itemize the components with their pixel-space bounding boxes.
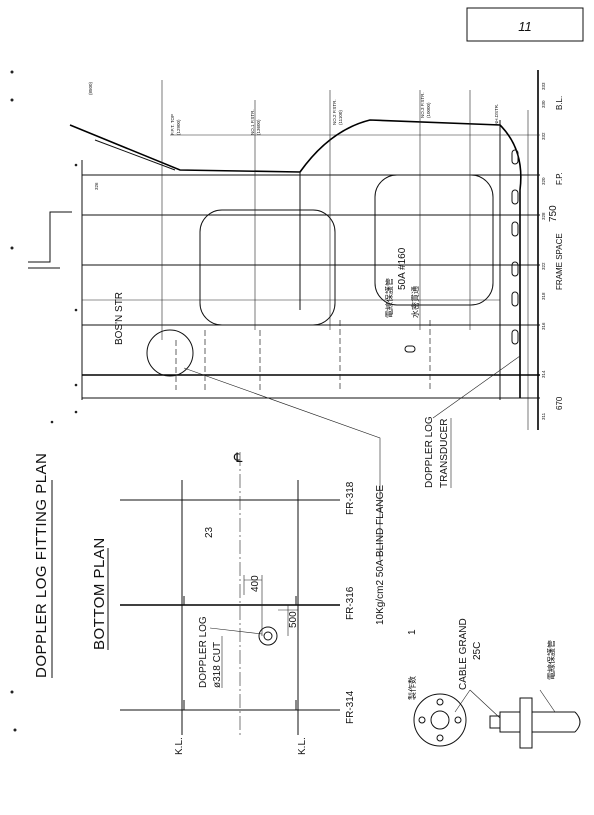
transducer-label-2: TRANSDUCER — [439, 419, 450, 488]
frame-num-316: 316 — [541, 322, 546, 330]
doppler-log-label: DOPPLER LOG — [198, 616, 209, 688]
blind-flange-note: 10Kg/cm2 50A BLIND FLANGE — [375, 485, 386, 625]
frame-space-value: 750 — [548, 205, 559, 222]
kl-label-bottom: K.L. — [297, 737, 308, 755]
bow-stem — [28, 211, 72, 269]
cable-grand-leader — [454, 689, 501, 719]
transducer-leader — [432, 355, 521, 419]
deck-label-no2: NO.2 P.STR. — [332, 99, 337, 125]
kl-label-top: K.L. — [174, 737, 185, 755]
frame-num-320: 320 — [541, 177, 546, 185]
frame-num-314: 314 — [541, 370, 546, 378]
doppler-cut-label: ø318 CUT — [212, 642, 223, 688]
qty-value: 1 — [407, 629, 418, 635]
dim-500-line — [278, 605, 298, 636]
cable-pipe-jp-label: 電線保護管 — [384, 278, 394, 318]
hull-profile — [69, 119, 522, 398]
gland-body — [499, 711, 521, 733]
page-number: 11 — [518, 19, 532, 34]
plan-bracket — [183, 596, 297, 710]
deck-height-no3: (10000) — [426, 102, 431, 118]
frame-label-314: FR-314 — [345, 690, 356, 724]
hull-profile-inner — [94, 139, 301, 310]
pipe-break — [574, 711, 581, 733]
doppler-cut-hole-inner — [263, 631, 273, 641]
protection-pipe — [532, 711, 575, 733]
dim-400-line — [243, 575, 263, 636]
transducer-mark — [404, 345, 416, 353]
flange-outer — [413, 693, 467, 747]
dim-670-label: 670 — [555, 396, 564, 410]
deck-height-nh: (8500) — [88, 81, 93, 95]
frame-num-311: 311 — [541, 412, 546, 420]
deck-label-nh: NH.DSTR. — [494, 104, 499, 125]
fp-label: F.P. — [555, 172, 564, 185]
frame-num-328: 328 — [541, 212, 546, 220]
deck-label-no1: NO.1 P.STR. — [250, 109, 255, 135]
deck-label-no3: NO.3 P.STR. — [420, 92, 425, 118]
tank-opening-1 — [199, 209, 336, 326]
bottom-plan-heading: BOTTOM PLAN — [91, 537, 108, 650]
forepeak-slots — [511, 149, 519, 345]
bolt-hole-4 — [418, 716, 426, 724]
detail-callout-circle — [146, 329, 194, 377]
bolt-hole-3 — [436, 734, 444, 742]
section-view: BOS'N STR 50A #160 電線保護管 水密貫通 DOPPLER LO… — [28, 70, 564, 560]
pipe-leader — [539, 689, 556, 713]
bl-label: B.L. — [555, 96, 564, 110]
deck-label-fpt: F.P.T. TOP — [170, 114, 175, 135]
doppler-cut-hole — [258, 626, 278, 646]
frame-label-318: FR-318 — [345, 481, 356, 515]
deck-height-fpt: (12900) — [176, 119, 181, 135]
spacing-label: 23 — [204, 526, 215, 538]
doppler-leader — [209, 627, 263, 635]
deck-height-no1: (13600) — [256, 119, 261, 135]
bottom-plan: BOTTOM PLAN FR-318 FR-316 FR-314 K.L. K.… — [91, 450, 386, 755]
frame-num-332: 332 — [541, 132, 546, 140]
page-number-box — [466, 7, 584, 42]
pipe-jp-label: 電線保護管 — [546, 640, 556, 680]
centerline-symbol: ℄ — [233, 450, 243, 465]
frame-num-318: 318 — [541, 292, 546, 300]
frame-num-330: 330 — [541, 100, 546, 108]
transducer-label-1: DOPPLER LOG — [424, 416, 435, 488]
tank-opening-2 — [374, 174, 494, 306]
qty-label: 製作数 — [407, 676, 417, 700]
frame-label-316: FR-316 — [345, 586, 356, 620]
deck-height-no2: (11100) — [338, 110, 343, 125]
pipe-size-label: 50A #160 — [397, 247, 408, 290]
detail-leader — [183, 367, 381, 560]
cable-grand-label-1: CABLE GRAND — [458, 618, 469, 690]
bosn-store-label: BOS'N STR — [114, 292, 125, 345]
frame-num-322: 322 — [541, 262, 546, 270]
cable-grand-label-2: 25C — [472, 642, 483, 660]
flange-side — [519, 697, 533, 749]
frame-num-326: 326 — [94, 182, 99, 190]
flange-inner — [430, 710, 450, 730]
gland-nut — [489, 715, 501, 729]
dim-500-label: 500 — [288, 611, 299, 628]
dim-400-label: 400 — [250, 575, 261, 592]
plan-title: DOPPLER LOG FITTING PLAN — [33, 453, 50, 678]
frame-num-333: 333 — [541, 82, 546, 90]
flange-detail: 製作数 1 CABLE GRAND 25C 電線保護管 — [407, 618, 581, 749]
margin-dots — [10, 70, 78, 732]
frame-space-label: FRAME SPACE — [555, 233, 564, 290]
watertight-jp-label: 水密貫通 — [410, 286, 420, 318]
bolt-hole-2 — [454, 716, 462, 724]
bolt-hole-1 — [436, 698, 444, 706]
